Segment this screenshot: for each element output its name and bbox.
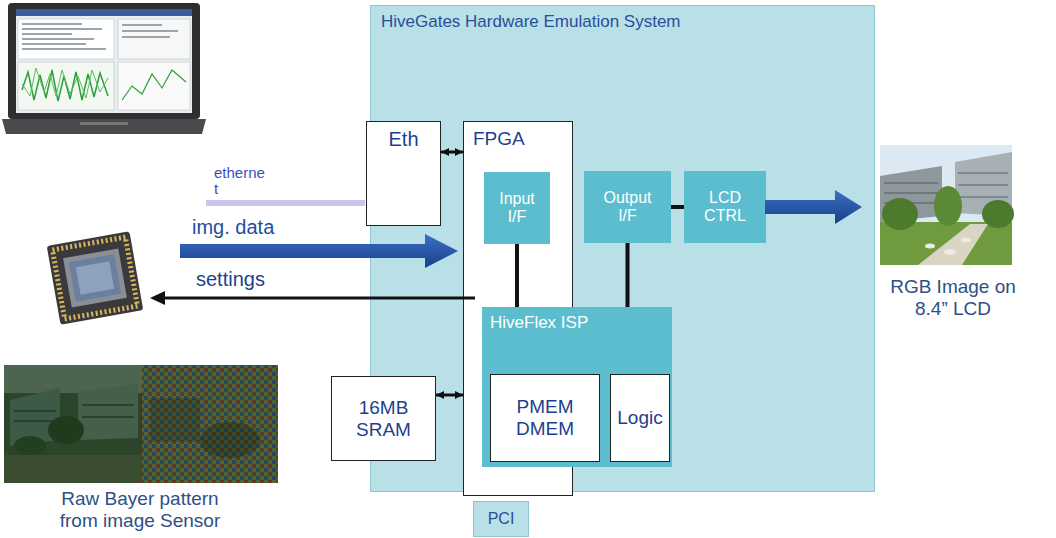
laptop-picture [2,3,206,134]
box-label: PCI [488,510,515,528]
data-arrow [180,234,458,268]
box-title: HiveGates Hardware Emulation System [381,12,681,32]
controller-box: LCD CTRL [684,171,766,243]
image-caption: RGB Image on 8.4” LCD [878,276,1028,320]
interface-box: Eth [366,121,441,226]
box-label: LCD CTRL [697,189,753,226]
box-title: Eth [388,128,418,151]
signal-label: img. data [192,216,274,238]
settings-wire [162,297,475,300]
interface-box: Output I/F [584,171,671,243]
system-panel: HiveGates Hardware Emulation SystemEth FP… [370,5,875,492]
processor-box: HiveFlex ISP PMEM DMEM Logic [482,307,672,467]
image-caption: Raw Bayer pattern from image Sensor [50,488,230,532]
box-label: 16MB SRAM [352,397,416,441]
signal-label: settings [196,268,265,290]
interface-box: Input I/F [484,172,550,244]
box-label: Logic [617,407,662,429]
memory-box: PMEM DMEM [490,374,600,462]
connector-line [436,394,463,397]
box-label: PMEM DMEM [510,396,580,440]
box-label: Output I/F [598,189,658,226]
rgb-photo [880,145,1014,265]
connector-line [441,151,463,154]
memory-box: 16MB SRAM [331,376,436,461]
bayer-picture [4,365,278,483]
fpga-box: FPGAInput I/FHiveFlex ISPPMEM DMEMLogic [463,121,573,496]
logic-box: Logic [610,374,670,462]
arrow-head [150,291,165,305]
box-title: HiveFlex ISP [490,313,588,333]
image-sensor-picture [47,231,144,324]
connector-line [671,205,684,209]
box-label: Input I/F [492,190,542,227]
link-label: etherne t [214,165,268,197]
bus-tab: PCI [473,501,529,537]
connector-line [626,243,630,307]
ethernet-cable [206,200,365,206]
connector-line [515,244,519,307]
box-title: FPGA [473,128,525,150]
data-arrow [765,190,862,224]
